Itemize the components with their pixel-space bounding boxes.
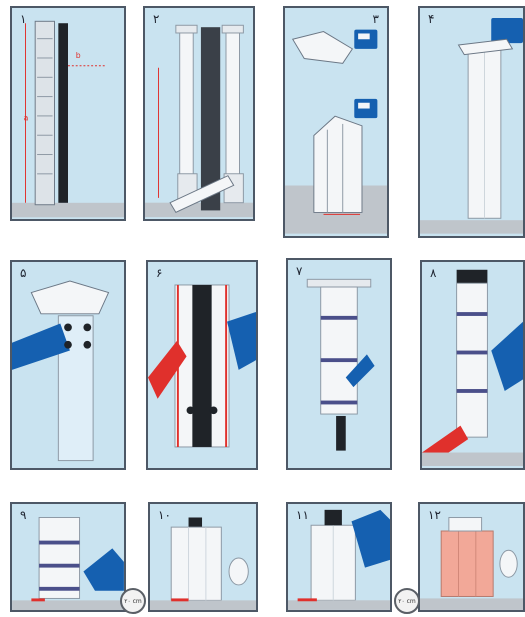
step-panel-12: ۱۲ (418, 502, 525, 612)
step-number: ۱ (20, 12, 26, 26)
step-number: ۷ (296, 264, 302, 278)
step-number: ۱۱ (296, 508, 309, 522)
step-5-illustration (12, 262, 124, 468)
step-panel-1: ۱ a b (10, 6, 126, 221)
step-number: ۱۲ (428, 508, 441, 522)
svg-text:a: a (24, 114, 29, 123)
step-4-illustration (420, 8, 523, 236)
step-panel-4: ۴ (418, 6, 525, 238)
step-panel-6: ۶ (146, 260, 258, 470)
step-panel-11: ۱۱ (286, 502, 392, 612)
step-panel-8: ۸ (420, 260, 525, 470)
step-9-illustration (12, 504, 124, 610)
scale-badge-right: ۲۰ cm (394, 588, 420, 614)
step-panel-9: ۹ (10, 502, 126, 612)
step-number: ۵ (20, 266, 26, 280)
step-number: ۹ (20, 508, 26, 522)
step-panel-5: ۵ (10, 260, 126, 470)
step-panel-3: ۳ (283, 6, 389, 238)
scale-badge-left: ۲۰ cm (120, 588, 146, 614)
step-panel-10: ۱۰ (148, 502, 258, 612)
step-number: ۲ (153, 12, 159, 26)
step-6-illustration (148, 262, 256, 468)
step-3-illustration (285, 8, 387, 236)
step-8-illustration (422, 262, 523, 468)
step-number: ۶ (156, 266, 162, 280)
step-7-illustration (288, 260, 390, 468)
step-number: ۱۰ (158, 508, 171, 522)
step-2-illustration (145, 8, 253, 219)
svg-text:b: b (76, 51, 81, 60)
step-panel-7: ۷ (286, 258, 392, 470)
step-panel-2: ۲ (143, 6, 255, 221)
step-number: ۸ (430, 266, 436, 280)
step-1-illustration: a b (12, 8, 124, 219)
step-number: ۳ (373, 12, 379, 26)
step-number: ۴ (428, 12, 434, 26)
